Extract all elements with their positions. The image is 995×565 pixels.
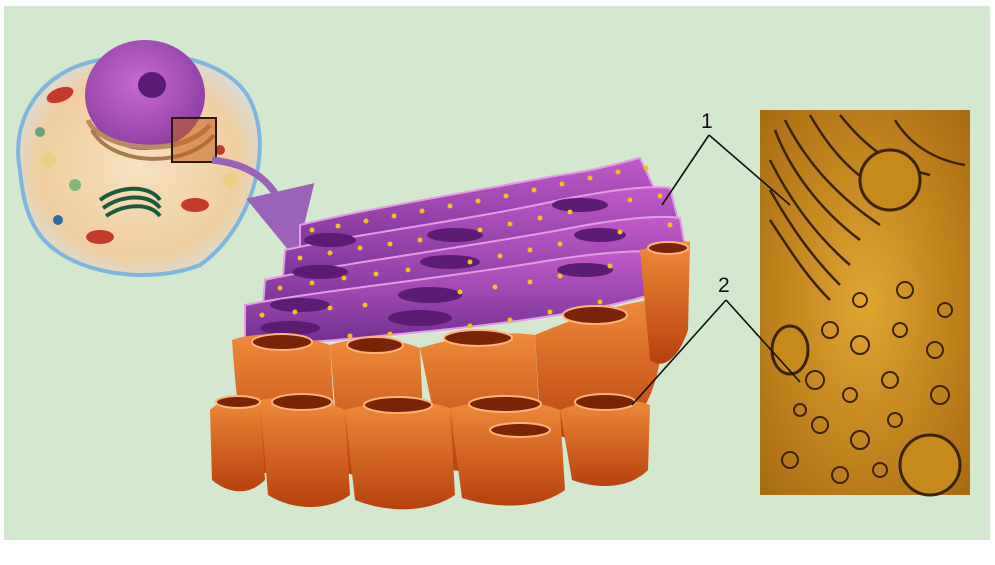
micrograph-mitochondrion (860, 150, 920, 210)
label-2: 2 (718, 274, 730, 297)
electron-micrograph (760, 110, 970, 495)
label-1: 1 (701, 110, 713, 133)
zoom-region-box (172, 118, 216, 162)
